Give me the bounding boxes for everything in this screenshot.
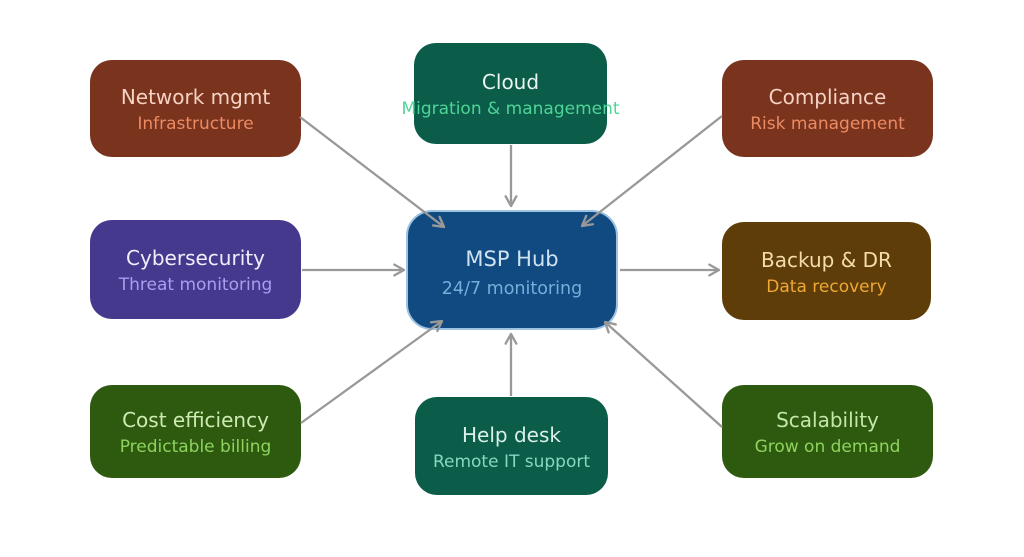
node-cost-efficiency: Cost efficiency Predictable billing bbox=[90, 385, 301, 478]
node-title: Scalability bbox=[776, 408, 879, 433]
node-title: Cloud bbox=[481, 70, 540, 95]
node-msp-hub: MSP Hub 24/7 monitoring bbox=[406, 210, 618, 330]
node-scalability: Scalability Grow on demand bbox=[722, 385, 933, 478]
node-backup-dr: Backup & DR Data recovery bbox=[722, 222, 931, 320]
node-title: Cybersecurity bbox=[126, 246, 265, 271]
node-help-desk: Help desk Remote IT support bbox=[415, 397, 608, 495]
node-subtitle: Migration & management bbox=[401, 99, 620, 120]
node-subtitle: Grow on demand bbox=[754, 437, 901, 458]
node-subtitle: Data recovery bbox=[766, 276, 887, 297]
node-subtitle: Threat monitoring bbox=[118, 275, 273, 296]
node-title: Help desk bbox=[462, 422, 561, 447]
node-cloud: Cloud Migration & management bbox=[401, 43, 620, 144]
node-network-mgmt: Network mgmt Infrastructure bbox=[90, 60, 301, 157]
node-title: Network mgmt bbox=[120, 85, 271, 110]
hub-subtitle: 24/7 monitoring bbox=[441, 279, 583, 299]
node-cybersecurity: Cybersecurity Threat monitoring bbox=[90, 220, 301, 319]
hub-title: MSP Hub bbox=[465, 247, 559, 271]
node-title: Compliance bbox=[768, 85, 887, 110]
node-subtitle: Remote IT support bbox=[432, 451, 591, 472]
arrow-scalability-to-hub bbox=[603, 320, 723, 428]
node-subtitle: Predictable billing bbox=[119, 437, 272, 458]
node-title: Backup & DR bbox=[761, 247, 892, 272]
node-subtitle: Risk management bbox=[750, 114, 905, 135]
node-subtitle: Infrastructure bbox=[137, 114, 254, 135]
node-title: Cost efficiency bbox=[122, 408, 269, 433]
node-compliance: Compliance Risk management bbox=[722, 60, 933, 157]
